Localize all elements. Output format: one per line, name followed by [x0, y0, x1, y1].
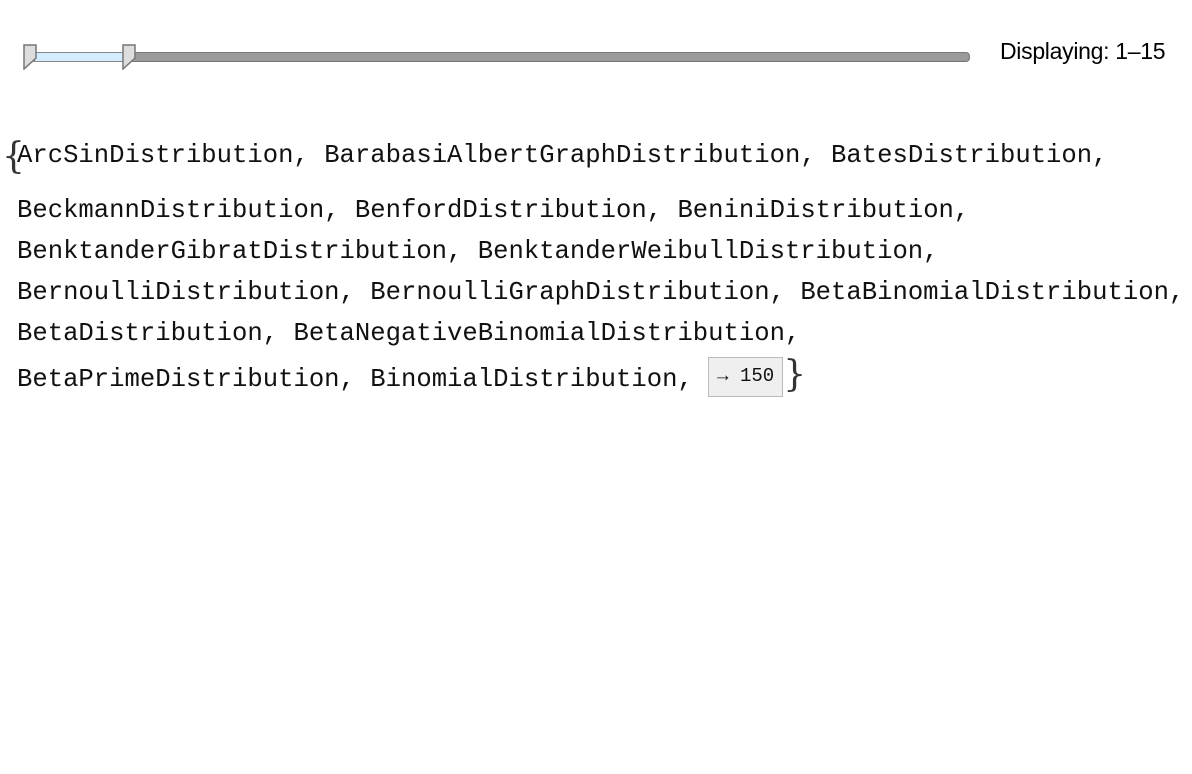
list-item: ArcSinDistribution	[17, 141, 294, 170]
list-item: BarabasiAlbertGraphDistribution	[324, 141, 801, 170]
close-brace: }	[783, 354, 807, 395]
distribution-list: ArcSinDistribution, BarabasiAlbertGraphD…	[17, 138, 1185, 398]
slider-selected-range	[34, 52, 132, 62]
list-line: BenktanderGibratDistribution, Benktander…	[17, 237, 939, 266]
list-line: BetaDistribution, BetaNegativeBinomialDi…	[17, 319, 801, 348]
list-item: BetaNegativeBinomialDistribution	[293, 319, 785, 348]
list-item: BernoulliGraphDistribution	[370, 278, 770, 307]
list-item: BeckmannDistribution	[17, 196, 325, 225]
list-item: BeniniDistribution	[677, 196, 954, 225]
slider-track[interactable]	[30, 52, 970, 62]
list-line: BernoulliDistribution, BernoulliGraphDis…	[17, 278, 1185, 307]
list-item: BenktanderWeibullDistribution	[477, 237, 924, 266]
show-more-button[interactable]: → 150	[708, 357, 784, 398]
list-line: BeckmannDistribution, BenfordDistributio…	[17, 196, 970, 225]
open-brace: {	[2, 136, 25, 177]
slider-start-thumb[interactable]	[23, 44, 37, 70]
list-line: BetaPrimeDistribution, BinomialDistribut…	[17, 354, 1184, 398]
slider-end-thumb[interactable]	[122, 44, 136, 70]
list-item: BernoulliDistribution	[17, 278, 340, 307]
list-item: BatesDistribution	[831, 141, 1093, 170]
list-item: BinomialDistribution	[370, 365, 678, 394]
list-item: BetaBinomialDistribution	[800, 278, 1169, 307]
list-item: BetaDistribution	[17, 319, 263, 348]
list-line: ArcSinDistribution, BarabasiAlbertGraphD…	[17, 141, 1108, 170]
list-item: BenfordDistribution	[354, 196, 647, 225]
list-item: BenktanderGibratDistribution	[17, 237, 448, 266]
list-item: BetaPrimeDistribution	[17, 365, 340, 394]
display-range-status: Displaying: 1–15	[1000, 38, 1166, 64]
range-slider[interactable]	[22, 44, 970, 72]
